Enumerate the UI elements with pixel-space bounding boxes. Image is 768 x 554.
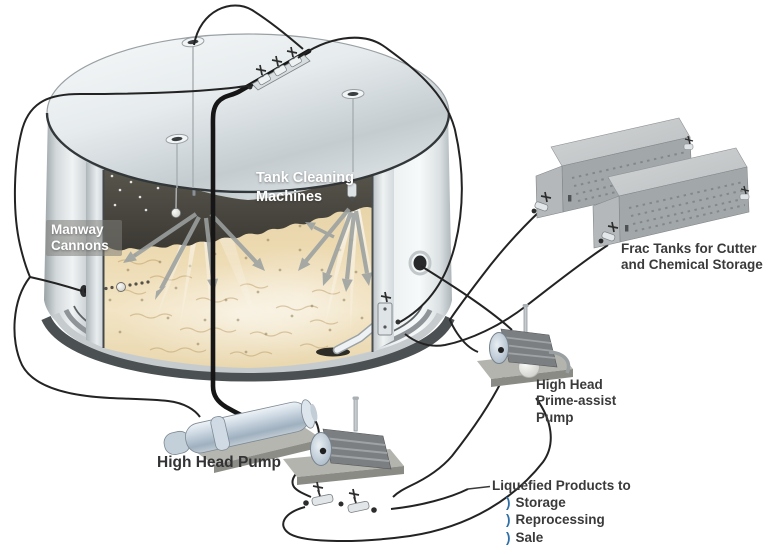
exhaust-pipe-icon [353, 398, 358, 432]
liquefied-item-storage: )Storage [506, 495, 631, 510]
transfer-pump [283, 396, 404, 485]
roof-port-2 [341, 88, 365, 100]
hose-roof-arc [193, 4, 304, 50]
hose-prime-down [392, 373, 506, 498]
high-head-pump-label: High Head Pump [157, 454, 282, 471]
hose-bottom-long [282, 397, 552, 542]
prime-assist-pump [477, 304, 573, 387]
liquefied-item-reprocessing: )Reprocessing [506, 512, 631, 527]
liquefied-products-label: Liquefied Products to )Storage )Reproces… [492, 478, 631, 545]
high-head-pump [163, 399, 322, 473]
fill-pipe-thick-hose [210, 48, 312, 418]
hose-to-leader [390, 488, 469, 510]
hose-roof-to-side [297, 36, 463, 323]
sump-outlet [316, 319, 382, 357]
perforation-dashes [628, 181, 748, 232]
exhaust-pipe-icon [523, 305, 528, 334]
outlet-flange [377, 291, 401, 336]
liquefied-item-label: Reprocessing [515, 512, 605, 528]
hose-frac2 [404, 244, 609, 347]
manway-cannons-label: Manway Cannons [46, 220, 122, 257]
frac-valve-icon [531, 191, 552, 214]
frac-end-fitting-icon [739, 185, 750, 200]
hose-roof-leftward [13, 84, 254, 278]
storage-tank [41, 33, 455, 382]
high-head-prime-assist-pump-label: High Head Prime-assist Pump [536, 377, 617, 425]
hose-frac1 [448, 209, 542, 353]
valve-cross-icon [312, 481, 360, 504]
hose-to-manway-cannon [29, 276, 83, 292]
chevron-bullet-icon: ) [506, 495, 511, 511]
chevron-bullet-icon: ) [506, 512, 511, 528]
manifold-valve-3 [286, 46, 302, 68]
hose-left-loop [13, 276, 201, 418]
liquefied-item-label: Storage [515, 495, 566, 511]
manifold-valve-1 [255, 64, 271, 86]
liquefied-item-sale: )Sale [506, 530, 631, 545]
cleaning-machine-ball-icon [170, 207, 181, 218]
label-leader [467, 485, 491, 490]
hose-port-to-pump [420, 265, 513, 331]
tank-roof [45, 33, 451, 194]
chevron-bullet-icon: ) [506, 529, 511, 545]
frac-end-fitting-icon [683, 135, 694, 150]
manifold-valve-2 [271, 55, 287, 77]
roof-port-3 [165, 133, 189, 145]
frac-valve-icon [598, 221, 619, 244]
tank-cleaning-machines-label: Tank Cleaning Machines [256, 170, 355, 205]
discharge-manifold [303, 481, 377, 513]
valve-cross-icon [380, 291, 392, 303]
hoses [13, 4, 609, 542]
frac-tanks-label: Frac Tanks for Cutter and Chemical Stora… [621, 241, 763, 273]
pump-handle-icon [548, 350, 571, 374]
frac-tank-2 [592, 147, 750, 249]
liquefied-item-label: Sale [515, 529, 544, 545]
liquefied-products-heading: Liquefied Products to [492, 478, 631, 493]
